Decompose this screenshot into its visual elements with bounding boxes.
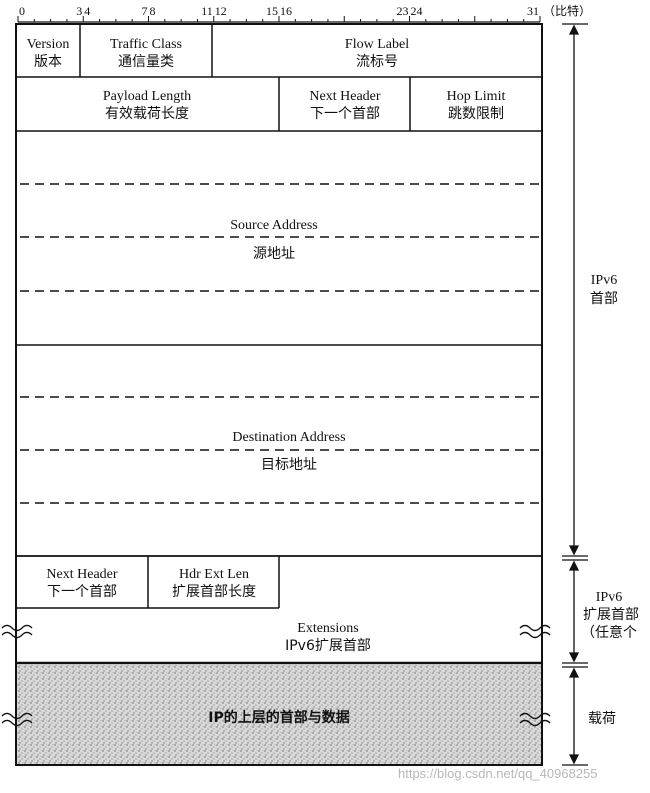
side-brackets [562, 23, 588, 766]
next-header-label-zh: 下一个首部 [310, 106, 380, 122]
payload-region [16, 665, 542, 765]
hop-limit-label: Hop Limit [447, 89, 506, 104]
traffic-class-label: Traffic Class [110, 37, 182, 52]
ipv6-header-bracket-label: IPv6 [591, 273, 617, 288]
ruler-tick-label: 12 [215, 4, 227, 18]
ruler-tick-label: 7 [142, 4, 148, 18]
hdr-ext-len-label: Hdr Ext Len [179, 567, 249, 582]
hop-limit-label-zh: 跳数限制 [448, 106, 504, 122]
ruler-tick-label: 11 [201, 4, 213, 18]
flow-label-label: Flow Label [345, 37, 409, 52]
source-address-label: Source Address [230, 218, 318, 233]
next-header-label: Next Header [309, 89, 380, 104]
ext-header-bracket-label-any: （任意个 [581, 624, 637, 641]
upper-layer-data-label: IP的上层的首部与数据 [208, 709, 349, 726]
ruler-tick-label: 16 [280, 4, 292, 18]
ruler-tick-label: 3 [76, 4, 82, 18]
hdr-ext-len-label-zh: 扩展首部长度 [172, 584, 256, 600]
ipv6-header-bracket-label-zh: 首部 [590, 291, 618, 307]
ruler-tick-label: 0 [19, 4, 25, 18]
watermark-url: https://blog.csdn.net/qq_40968255 [398, 766, 598, 781]
ruler-tick-label: 15 [266, 4, 278, 18]
address-word-dividers [20, 183, 540, 504]
ext-header-bracket-label: IPv6 [596, 590, 622, 605]
payload-length-label: Payload Length [103, 89, 191, 104]
ruler-tick-label: 23 [397, 4, 409, 18]
ext-header-bracket-label-zh: 扩展首部 [583, 607, 639, 623]
ruler-tick-label: 24 [411, 4, 423, 18]
extensions-label-zh: IPv6扩展首部 [285, 638, 371, 654]
destination-address-label-zh: 目标地址 [261, 457, 317, 473]
ext-next-header-label: Next Header [46, 567, 117, 582]
ruler-tick-label: 8 [150, 4, 156, 18]
flow-label-label-zh: 流标号 [356, 54, 398, 70]
extensions-label: Extensions [297, 621, 358, 636]
payload-bracket-label: 载荷 [588, 711, 616, 727]
bit-unit-label: （比特） [543, 3, 591, 18]
wave-break-marks [1, 624, 551, 727]
ruler-tick-label: 4 [84, 4, 90, 18]
version-label: Version [27, 37, 70, 52]
source-address-label-zh: 源地址 [253, 246, 295, 262]
destination-address-label: Destination Address [232, 430, 345, 445]
ruler-tick-label: 31 [527, 4, 539, 18]
ext-next-header-label-zh: 下一个首部 [47, 584, 117, 600]
version-label-zh: 版本 [34, 54, 62, 70]
header-frame [15, 23, 543, 766]
traffic-class-label-zh: 通信量类 [118, 54, 174, 70]
payload-length-label-zh: 有效载荷长度 [105, 106, 189, 122]
